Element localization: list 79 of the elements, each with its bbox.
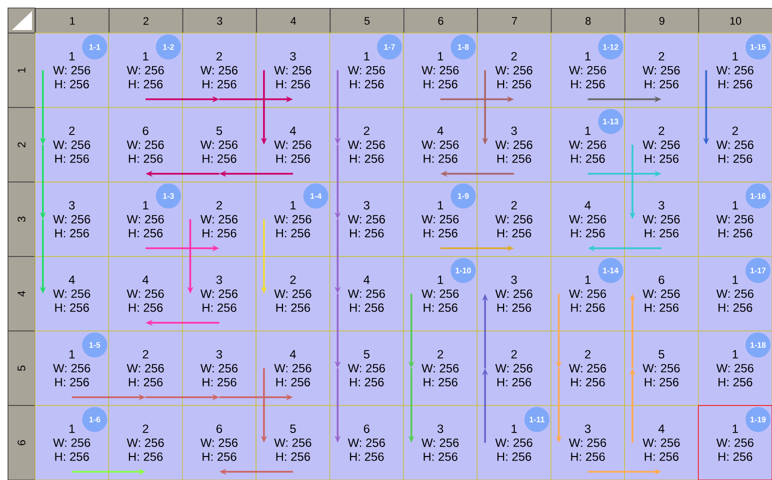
node-label: 1 <box>69 424 75 433</box>
row-header: 5 <box>8 330 36 406</box>
grid-cell: 2 W: 256 H: 256 <box>550 330 625 406</box>
row-header: 4 <box>8 256 36 332</box>
node-label: W: 256 <box>53 438 90 447</box>
grid-cell: 2 W: 256 H: 256 <box>182 32 256 108</box>
node-label: H: 256 <box>718 303 752 312</box>
grid-cell: 2 W: 256 H: 256 <box>182 182 256 257</box>
column-header: 5 <box>330 8 404 34</box>
grid-cell: 3 W: 256 H: 256 <box>182 330 256 406</box>
grid-cell: 5 W: 256 H: 256 <box>329 330 404 406</box>
node-label: W: 256 <box>495 438 532 447</box>
grid-cell: 3 W: 256 H: 256 <box>476 256 552 332</box>
grid-cell: 6 W: 256 H: 256 <box>108 107 183 182</box>
grid-cell: 2 W: 256 H: 256 <box>698 107 772 182</box>
grid-cell: 3 W: 256 H: 256 <box>550 405 625 480</box>
node-label: W: 256 <box>716 66 754 74</box>
grid-cell: 2 W: 256 H: 256 <box>476 32 552 108</box>
grid-cell: 3 W: 256 H: 256 <box>182 256 256 332</box>
grid-cell: 2 W: 256 H: 256 <box>34 107 110 182</box>
node-label: H: 256 <box>276 452 310 461</box>
node-label: W: 256 <box>274 438 312 447</box>
grid-cell: 6 W: 256 H: 256 <box>329 405 404 480</box>
grid-cell: 2 W: 256 H: 256 <box>256 256 330 332</box>
grid-cell: 2 W: 256 H: 256 <box>403 330 478 406</box>
grid-cell: 4 W: 256 H: 256 <box>256 330 330 406</box>
grid-cell: 3 W: 256 H: 256 <box>624 182 699 257</box>
node-label: H: 256 <box>55 452 89 461</box>
column-header: 10 <box>698 8 772 34</box>
grid-cell: 5 W: 256 H: 256 <box>182 107 256 182</box>
grid-cell: 3 W: 256 H: 256 <box>256 32 330 108</box>
node-label: 5 <box>290 424 296 433</box>
node-label: H: 256 <box>718 228 752 238</box>
grid-cell: 6 W: 256 H: 256 <box>182 405 256 480</box>
grid-cell: 4 W: 256 H: 256 <box>329 256 404 332</box>
grid-cell: 2 W: 256 H: 256 <box>624 107 699 182</box>
grid-cell: 4 W: 256 H: 256 <box>34 256 110 332</box>
column-header: 9 <box>624 8 700 34</box>
grid-cell: 5 W: 256 H: 256 <box>256 405 330 480</box>
column-header: 7 <box>477 8 552 34</box>
node-label: H: 256 <box>718 378 752 386</box>
grid-cell: 4 W: 256 H: 256 <box>403 107 478 182</box>
row-header: 6 <box>8 405 36 480</box>
node-label: 1 <box>512 424 517 433</box>
column-header: 4 <box>256 8 331 34</box>
grid-cell: 4 W: 256 H: 256 <box>256 107 330 182</box>
node-label: W: 256 <box>716 214 754 224</box>
grid-cell: 3 W: 256 H: 256 <box>34 182 110 257</box>
grid-cell: 3 W: 256 H: 256 <box>329 182 404 257</box>
node-label: H: 256 <box>718 80 752 88</box>
node-label: 1 <box>732 276 738 284</box>
node-label: W: 256 <box>716 140 754 149</box>
grid-cell: 6 W: 256 H: 256 <box>624 256 699 332</box>
grid-cell: 4 W: 256 H: 256 <box>108 256 183 332</box>
column-header: 8 <box>550 8 626 34</box>
grid-cell: 3 W: 256 H: 256 <box>476 107 552 182</box>
node-label: W: 256 <box>716 364 754 372</box>
node-label: 1 <box>732 201 738 210</box>
grid-cell: 2 W: 256 H: 256 <box>108 405 183 480</box>
grid-cell: 3 W: 256 H: 256 <box>403 405 478 480</box>
node-label: 1 <box>732 52 738 60</box>
grid-cell: 2 W: 256 H: 256 <box>476 330 552 406</box>
node-label: 2 <box>732 126 738 135</box>
grid-cell: 2 W: 256 H: 256 <box>476 182 552 257</box>
grid-cell: 2 W: 256 H: 256 <box>624 32 699 108</box>
grid-cell: 4 W: 256 H: 256 <box>550 182 625 257</box>
node-label: H: 256 <box>497 452 532 461</box>
row-header: 2 <box>8 107 36 182</box>
node-label: H: 256 <box>718 154 752 163</box>
grid-cell: 2 W: 256 H: 256 <box>329 107 404 182</box>
grid-cell: 2 W: 256 H: 256 <box>108 330 183 406</box>
column-header: 6 <box>404 8 478 34</box>
grid-cell: 4 W: 256 H: 256 <box>624 405 699 480</box>
node-label: 1 <box>732 350 738 358</box>
row-header: 3 <box>8 182 36 257</box>
column-header: 3 <box>182 8 257 34</box>
node-label: W: 256 <box>716 289 754 298</box>
grid-cell: 5 W: 256 H: 256 <box>624 330 699 406</box>
column-header: 2 <box>108 8 184 34</box>
